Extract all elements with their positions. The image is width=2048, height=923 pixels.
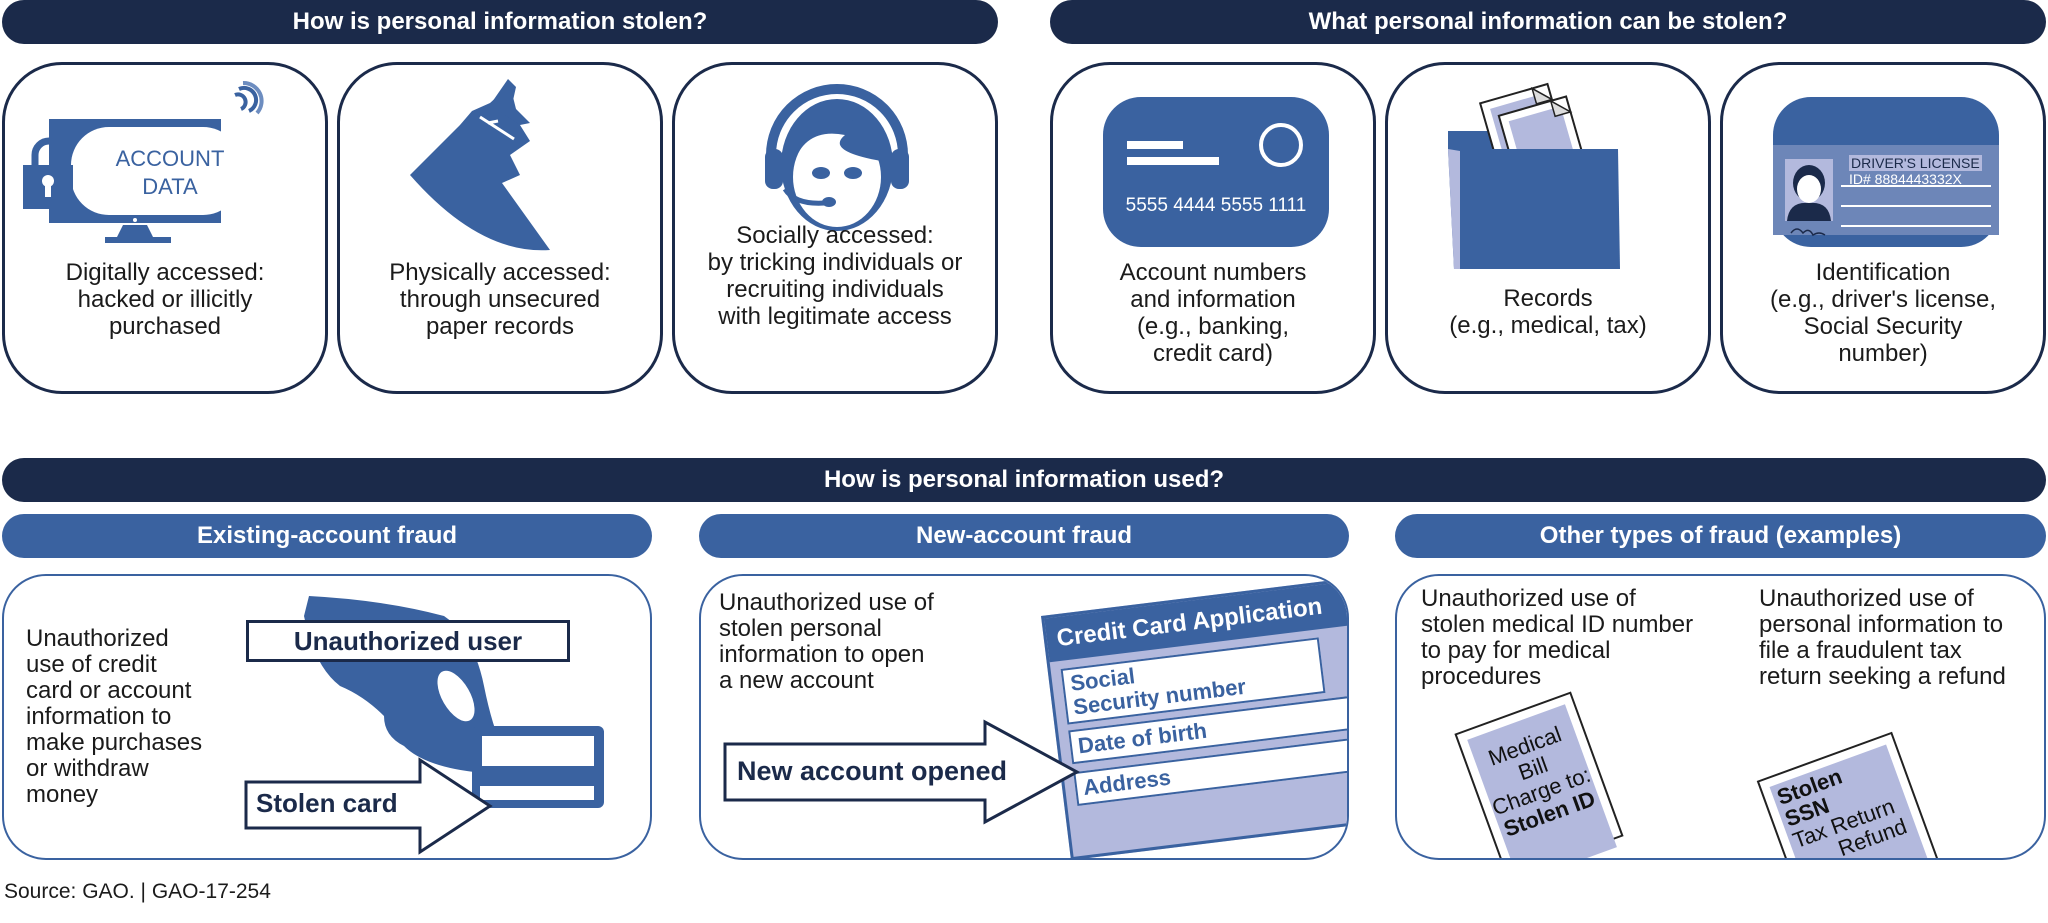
other-fraud-title: Other types of fraud (examples)	[1539, 522, 1902, 549]
folder-records-icon	[1448, 82, 1620, 269]
spy-icon	[410, 79, 550, 251]
new-account-description: Unauthorized use of stolen personal info…	[719, 589, 934, 694]
account-data-text: ACCOUNT DATA	[95, 145, 245, 201]
other-fraud-panel: Unauthorized use of stolen medical ID nu…	[1395, 574, 2046, 860]
medical-bill-document: Medical Bill Charge to: Stolen ID	[1454, 691, 1624, 858]
card-label: Physically accessed: through unsecured p…	[389, 259, 611, 340]
stolen-section-title: How is personal information stolen?	[292, 8, 708, 35]
card-label: Records (e.g., medical, tax)	[1449, 285, 1647, 339]
used-section-header: How is personal information used?	[2, 458, 2046, 502]
existing-fraud-title: Existing-account fraud	[196, 522, 458, 549]
what-section-title: What personal information can be stolen?	[1308, 8, 1788, 35]
data-text: DATA	[142, 174, 198, 199]
tax-fraud-description: Unauthorized use of personal information…	[1759, 585, 2006, 690]
unauthorized-user-box: Unauthorized user	[246, 620, 570, 662]
new-account-opened-label: New account opened	[737, 756, 1008, 786]
source-note: Source: GAO. | GAO-17-254	[4, 880, 271, 903]
new-account-fraud-header: New-account fraud	[699, 514, 1349, 558]
card-number-text: 5555 4444 5555 1111	[1125, 195, 1307, 216]
used-section-title: How is personal information used?	[823, 466, 1225, 493]
card-digitally-accessed: ACCOUNT DATA Digitally accessed: hacked …	[2, 62, 328, 394]
card-account-numbers: 5555 4444 5555 1111 Account numbers and …	[1050, 62, 1376, 394]
card-label: Socially accessed: by tricking individua…	[707, 222, 963, 330]
unauthorized-user-label: Unauthorized user	[293, 625, 523, 656]
card-records: Records (e.g., medical, tax)	[1385, 62, 1711, 394]
new-account-fraud-panel: Unauthorized use of stolen personal info…	[699, 574, 1349, 860]
new-account-arrow	[723, 719, 1081, 825]
existing-fraud-panel: Unauthorized use of credit card or accou…	[2, 574, 652, 860]
medical-fraud-description: Unauthorized use of stolen medical ID nu…	[1421, 585, 1694, 690]
card-socially-accessed: Socially accessed: by tricking individua…	[672, 62, 998, 394]
account-text: ACCOUNT	[115, 146, 225, 171]
other-fraud-header: Other types of fraud (examples)	[1395, 514, 2046, 558]
computer-account-data-icon	[23, 80, 264, 243]
stolen-card-arrow	[244, 757, 493, 855]
credit-card-icon	[1103, 97, 1329, 247]
headset-person-icon	[765, 84, 909, 231]
tax-return-document: Stolen SSN Tax Return Refund	[1756, 731, 1942, 858]
stolen-card-label: Stolen card	[256, 788, 398, 818]
what-section-header: What personal information can be stolen?	[1050, 0, 2046, 44]
card-label: Identification (e.g., driver's license, …	[1770, 259, 1996, 367]
license-id-text: ID# 8884443332X	[1849, 171, 1962, 187]
license-title-text: DRIVER'S LICENSE	[1849, 155, 1982, 171]
new-account-fraud-title: New-account fraud	[915, 522, 1133, 549]
card-identification: DRIVER'S LICENSE ID# 8884443332X Identif…	[1720, 62, 2046, 394]
card-label: Account numbers and information (e.g., b…	[1119, 259, 1307, 367]
card-label: Digitally accessed: hacked or illicitly …	[65, 259, 265, 340]
stolen-section-header: How is personal information stolen?	[2, 0, 998, 44]
card-physically-accessed: Physically accessed: through unsecured p…	[337, 62, 663, 394]
existing-fraud-header: Existing-account fraud	[2, 514, 652, 558]
existing-fraud-description: Unauthorized use of credit card or accou…	[26, 625, 203, 808]
